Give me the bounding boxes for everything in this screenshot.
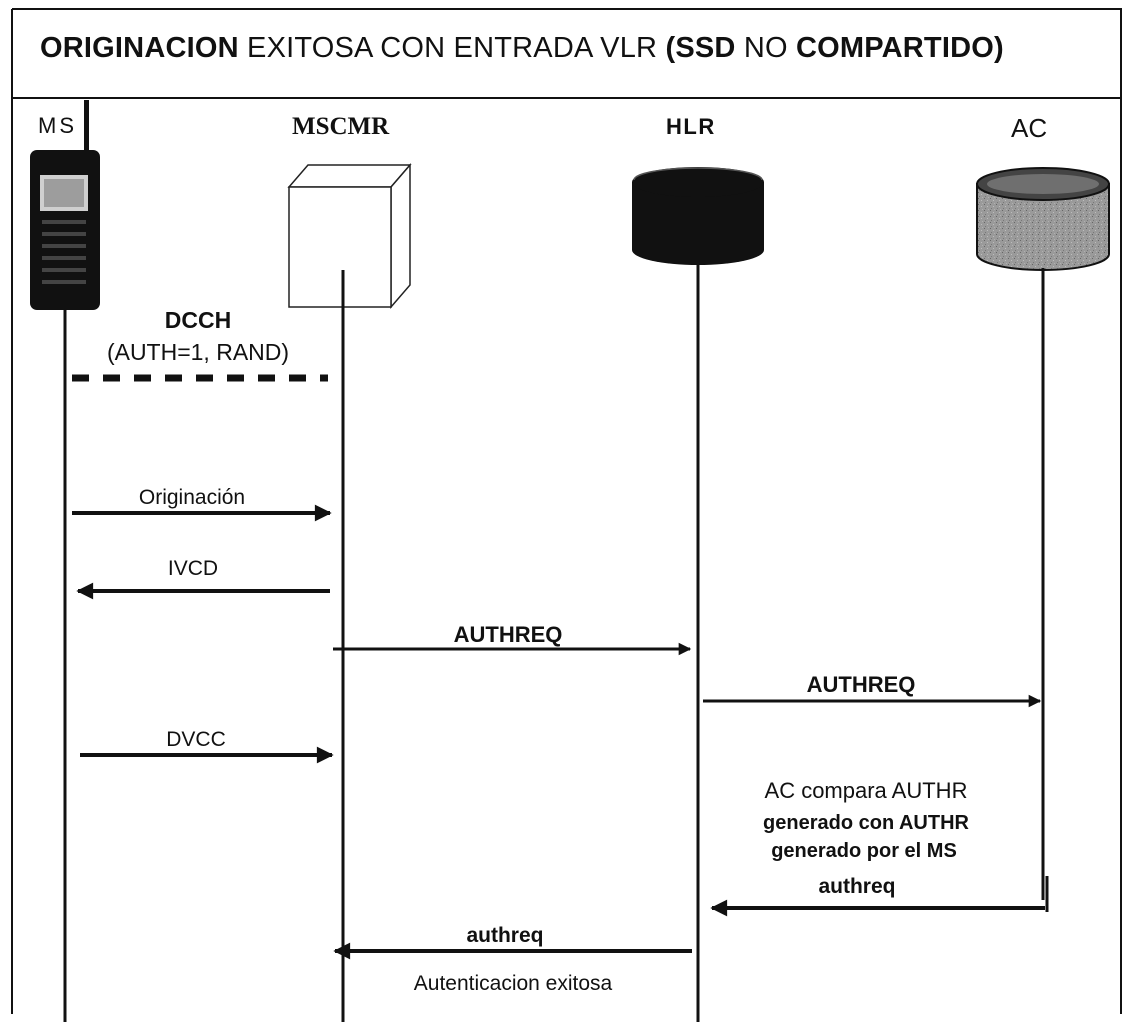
dcch-label: DCCH [165, 307, 231, 333]
msg-label-authreq-hlr-mscmr: authreq [466, 924, 543, 947]
entity-label-ac: AC [1011, 113, 1047, 143]
msg-label-authreq-hlr-ac: AUTHREQ [807, 672, 916, 697]
msg-label-originacion: Originación [139, 486, 245, 509]
ac-database-icon [976, 167, 1110, 271]
title-part-compartido: COMPARTIDO) [795, 32, 1004, 64]
result-note: Autenticacion exitosa [414, 972, 613, 995]
title-part-no: NO [735, 32, 796, 64]
entity-label-mscmr: MSCMR [292, 113, 390, 140]
ac-note-line-2: generado con AUTHR [763, 812, 969, 834]
entity-label-hlr: HLR [666, 114, 716, 139]
msg-label-authreq-mscmr-hlr: AUTHREQ [454, 622, 563, 647]
mobile-phone-icon [30, 100, 100, 310]
msg-label-dvcc: DVCC [166, 728, 226, 751]
ac-note-line-1: AC compara AUTHR [765, 778, 968, 803]
title-part-originacion: ORIGINACION [40, 32, 239, 64]
dcch-params: (AUTH=1, RAND) [107, 339, 289, 365]
diagram-title: ORIGINACION EXITOSA CON ENTRADA VLR (SSD… [40, 32, 1110, 82]
msg-label-ivcd: IVCD [168, 557, 218, 580]
msg-label-authreq-ac-hlr: authreq [818, 875, 895, 898]
title-part-exitosa: EXITOSA CON ENTRADA VLR [238, 32, 666, 64]
ac-note-line-3: generado por el MS [771, 840, 957, 862]
hlr-database-icon [632, 167, 764, 265]
title-part-ssd: (SSD [665, 32, 736, 64]
mscmr-cube-icon [287, 162, 412, 310]
entity-label-ms: MS [38, 113, 77, 138]
